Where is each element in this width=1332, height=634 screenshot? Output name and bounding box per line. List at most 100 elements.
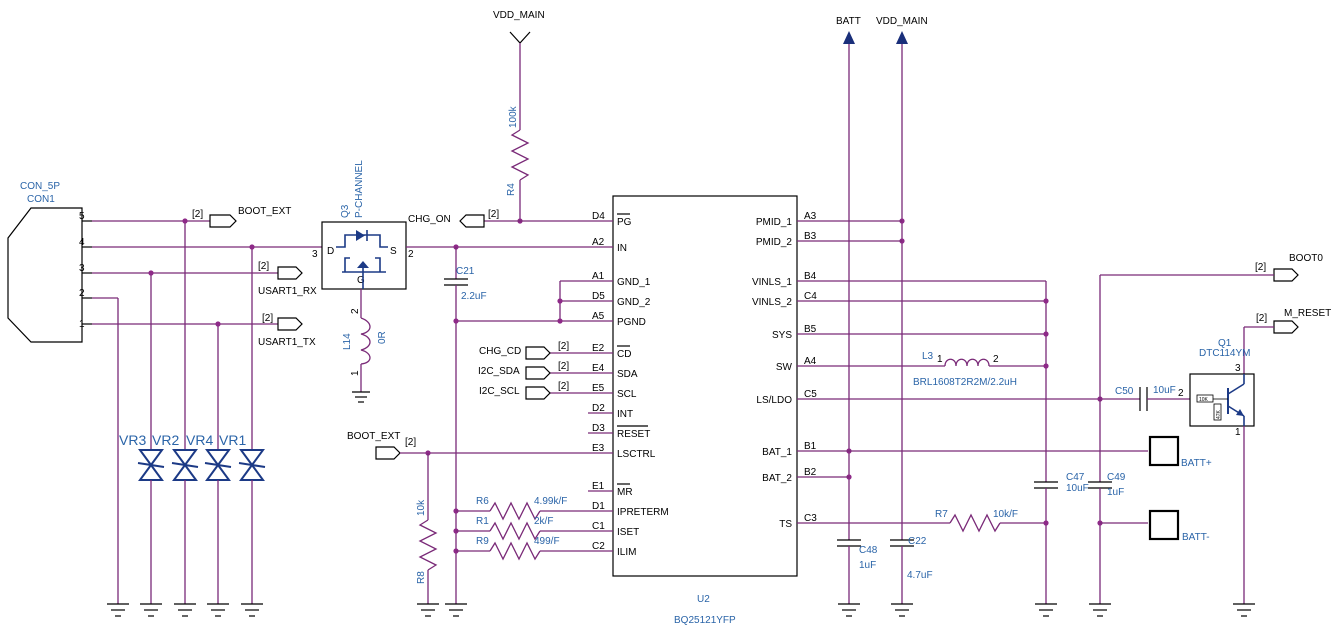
r7-ref: R7 <box>935 509 948 520</box>
chg-on-label: CHG_ON <box>408 214 451 225</box>
r4-ref: R4 <box>506 183 517 196</box>
pin-name-sys: SYS <box>772 330 792 341</box>
tvs-vr2 <box>171 449 199 604</box>
connector-pin-3: 3 <box>79 263 85 274</box>
ic-ref: U2 <box>697 594 710 605</box>
boot0-ref: [2] <box>1255 262 1266 273</box>
c50-pin-2: 2 <box>1178 388 1184 399</box>
pin-num-e2: E2 <box>592 343 605 354</box>
pin-num-e1: E1 <box>592 481 605 492</box>
usart1-rx-port <box>277 266 303 280</box>
pin-num-d5: D5 <box>592 291 605 302</box>
l14-pin-1: 1 <box>350 370 361 376</box>
pin-name-pmid1: PMID_1 <box>756 217 793 228</box>
q1-pin-3: 3 <box>1235 363 1241 374</box>
pin-name-cd: CD <box>617 349 631 360</box>
l3-pin-2: 2 <box>993 354 999 365</box>
connector-pin-4: 4 <box>79 237 85 248</box>
pin-name-pmid2: PMID_2 <box>756 237 793 248</box>
ground-symbol <box>174 603 196 617</box>
mosfet-pin-2: 2 <box>408 249 414 260</box>
r8-ref: R8 <box>416 571 427 584</box>
ground-symbol <box>445 603 467 617</box>
pin-name-gnd2: GND_2 <box>617 297 651 308</box>
tvs-vr3 <box>137 449 165 604</box>
batt-label: BATT <box>836 16 861 27</box>
net-vdd-main-top: VDD_MAIN 100k R4 <box>493 10 545 224</box>
pin-num-b4: B4 <box>804 271 817 282</box>
ic-part: BQ25121YFP <box>674 615 736 626</box>
i2c-sda-ref: [2] <box>558 361 569 372</box>
pin-name-lsctrl: LSCTRL <box>617 449 656 460</box>
i2c-sda-port <box>525 366 551 380</box>
r7-value: 10k/F <box>993 509 1018 520</box>
c48-ref: C48 <box>859 545 878 556</box>
connector-body <box>7 207 83 343</box>
l14-pin-2: 2 <box>350 308 361 314</box>
ground-l14 <box>352 391 370 403</box>
usart1-rx-label: USART1_RX <box>258 286 317 297</box>
q1-rin: 10K <box>1199 397 1209 403</box>
r4-value: 100k <box>508 105 519 128</box>
mosfet-ref: Q3 <box>340 204 351 218</box>
pin-name-bat1: BAT_1 <box>762 447 792 458</box>
ground-symbols <box>107 603 1255 617</box>
inductor-l14: 2 1 L14 0R <box>342 289 388 403</box>
pin-num-e4: E4 <box>592 363 605 374</box>
net-m-reset: M_RESET [2] <box>1243 308 1331 374</box>
net-ts: R7 10k/F <box>822 509 1049 533</box>
ic-body <box>612 195 798 577</box>
pin-name-gnd1: GND_1 <box>617 277 651 288</box>
pin-name-sw: SW <box>776 362 793 373</box>
pad-batt-plus-label: BATT+ <box>1181 458 1212 469</box>
usart1-tx-port <box>277 317 303 331</box>
boot-ext-label: BOOT_EXT <box>238 206 291 217</box>
ground-symbol <box>417 603 439 617</box>
mosfet-body <box>321 221 407 290</box>
ground-symbol <box>207 603 229 617</box>
boot-ext-lsctrl-ref: [2] <box>405 437 416 448</box>
boot-ext-ref: [2] <box>192 209 203 220</box>
usart1-tx-label: USART1_TX <box>258 337 316 348</box>
mosfet-pin-3: 3 <box>312 249 318 260</box>
c22-value: 4.7uF <box>907 570 933 581</box>
tvs-vr4 <box>204 449 232 604</box>
pad-batt-minus <box>1148 509 1180 541</box>
pin-name-ipreterm: IPRETERM <box>617 507 669 518</box>
ground-symbol <box>107 603 129 617</box>
usart1-tx-ref: [2] <box>262 313 273 324</box>
l14-value: 0R <box>377 331 388 344</box>
pin-name-ilim: ILIM <box>617 547 636 558</box>
l3-value: BRL1608T2R2M/2.2uH <box>913 377 1017 388</box>
q1-value: DTC114YM <box>1199 348 1251 359</box>
pin-name-lsldo: LS/LDO <box>756 395 792 406</box>
connector-net-labels: [2] BOOT_EXT [2] USART1_RX [2] USART1_TX <box>192 206 317 348</box>
mosfet-pin-d: D <box>327 246 334 257</box>
l3-pin-1: 1 <box>937 354 943 365</box>
pin-num-b3: B3 <box>804 231 817 242</box>
pin-name-ts: TS <box>779 519 792 530</box>
vdd-main-right-label: VDD_MAIN <box>876 16 928 27</box>
m-reset-port <box>1273 320 1299 334</box>
c47-ref: C47 <box>1066 472 1085 483</box>
tvs-vr2-label: VR2 <box>152 432 179 448</box>
net-lsctrl: BOOT_EXT [2] 10k R8 <box>347 431 588 604</box>
net-vdd-main-right: VDD_MAIN C22 4.7uF <box>822 16 933 604</box>
r1-value: 2k/F <box>534 516 553 527</box>
usart1-rx-ref: [2] <box>258 261 269 272</box>
mosfet-type: P-CHANNEL <box>354 160 365 218</box>
c21-ref: C21 <box>456 266 475 277</box>
c50-ref: C50 <box>1115 386 1134 397</box>
pin-name-pg: PG <box>617 217 632 228</box>
chg-cd-ref: [2] <box>558 341 569 352</box>
boot-ext-lsctrl-label: BOOT_EXT <box>347 431 400 442</box>
pin-num-c5: C5 <box>804 389 817 400</box>
q1-pin-1: 1 <box>1235 427 1241 438</box>
connector-pin-5: 5 <box>79 211 85 222</box>
ic-left-pins: D4 A2 A1 D5 A5 E2 E4 E5 D2 D3 E3 E1 D1 C… <box>588 211 669 558</box>
chg-on-port <box>459 214 485 228</box>
ground-symbol <box>891 603 913 617</box>
pin-num-a2: A2 <box>592 237 605 248</box>
pin-name-in: IN <box>617 243 627 254</box>
